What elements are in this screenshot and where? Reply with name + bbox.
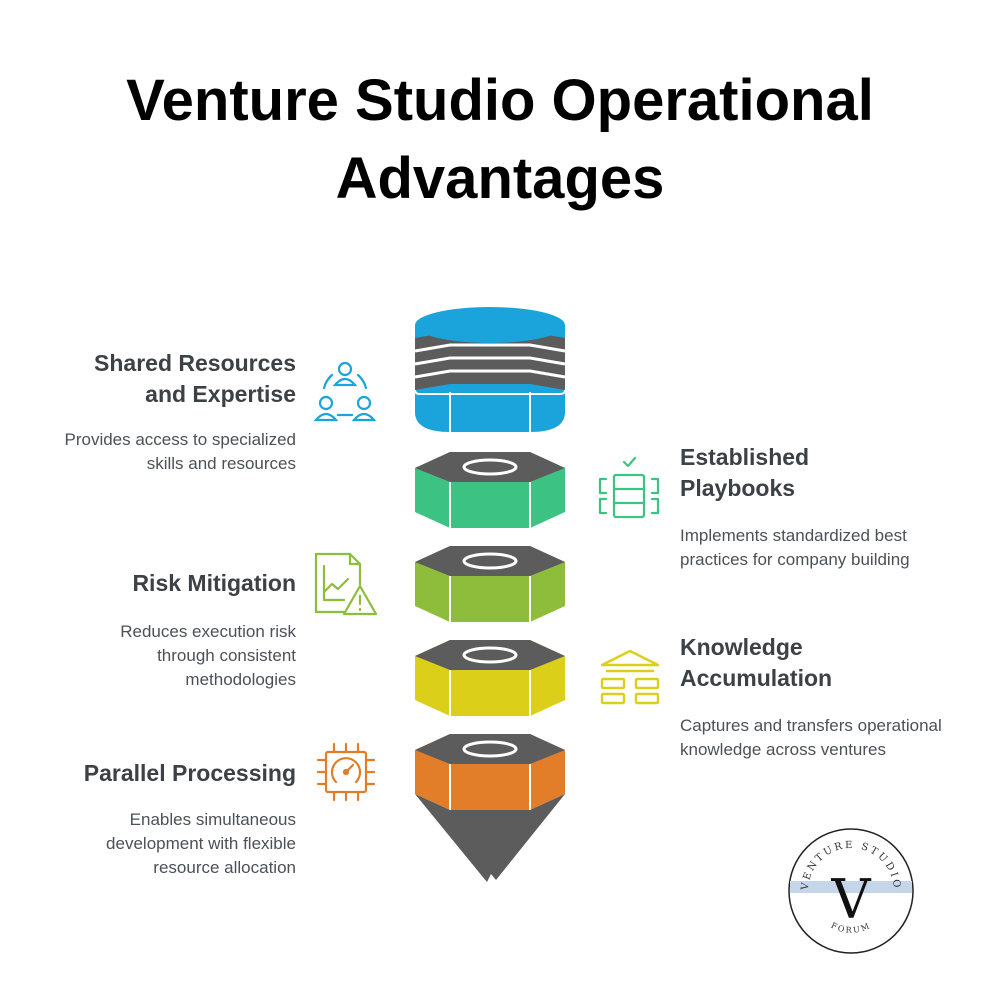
processor-chip-icon <box>316 742 376 802</box>
desc-parallel-processing: Enables simultaneous development with fl… <box>106 810 296 877</box>
heading-risk-mitigation: Risk Mitigation <box>132 570 296 596</box>
desc-established-playbooks: Implements standardized best practices f… <box>680 526 910 569</box>
stack-segment-lime <box>415 546 565 622</box>
heading-shared-resources: Shared Resources and Expertise <box>94 350 296 407</box>
heading-established-playbooks: Established Playbooks <box>680 444 810 501</box>
desc-shared-resources: Provides access to specialized skills an… <box>64 430 296 473</box>
stack-segment-orange <box>415 734 565 810</box>
desc-risk-mitigation: Reduces execution risk through consisten… <box>120 622 296 689</box>
risk-chart-warning-icon <box>314 552 378 616</box>
playbook-checklist-icon <box>598 456 660 519</box>
page-title: Venture Studio Operational Advantages <box>126 68 874 211</box>
logo-letter: V <box>831 868 872 931</box>
heading-parallel-processing: Parallel Processing <box>83 760 296 786</box>
venture-studio-forum-logo: VENTURE STUDIO V FORUM <box>788 828 914 954</box>
stack-segment-green <box>415 452 565 528</box>
stacked-column-diagram <box>414 307 566 882</box>
stack-segment-cone-tip <box>415 794 565 882</box>
knowledge-building-icon <box>600 649 660 705</box>
team-network-icon <box>313 361 377 422</box>
stack-segment-yellow <box>415 640 565 716</box>
stack-segment-blue <box>414 307 566 432</box>
heading-knowledge-accumulation: Knowledge Accumulation <box>680 634 833 691</box>
desc-knowledge-accumulation: Captures and transfers operational knowl… <box>680 716 942 759</box>
